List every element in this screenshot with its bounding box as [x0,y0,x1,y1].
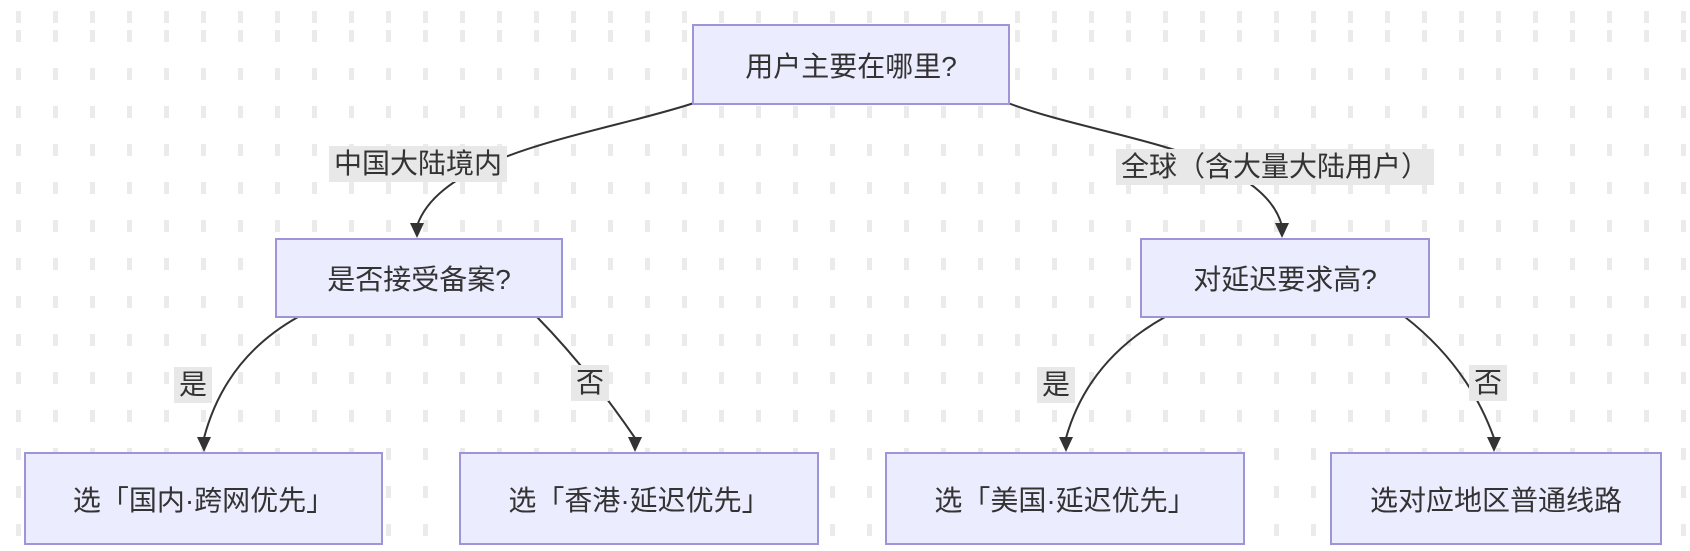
node-result-us-latency: 选「美国·延迟优先」 [885,452,1245,545]
edge-label-global: 全球（含大量大陆用户） [1115,149,1435,185]
node-right-question: 对延迟要求高? [1140,238,1430,318]
edge-label-right-no: 否 [1468,365,1508,401]
node-result-domestic-crossnet: 选「国内·跨网优先」 [24,452,383,545]
node-result-hongkong-latency: 选「香港·延迟优先」 [459,452,819,545]
arrowhead-right-question [1275,223,1289,238]
edge-right-yes [1065,316,1166,439]
edge-label-mainland-china: 中国大陆境内 [328,146,508,182]
arrowhead-left-no [628,437,642,452]
node-result-regional-normal: 选对应地区普通线路 [1330,452,1662,545]
edge-label-right-yes: 是 [1036,367,1076,403]
arrowhead-left-question [410,223,424,238]
edge-label-left-yes: 是 [173,367,213,403]
arrowhead-left-yes [197,437,211,452]
node-left-question: 是否接受备案? [275,238,563,318]
edge-label-left-no: 否 [570,365,610,401]
arrowhead-right-yes [1059,437,1073,452]
edge-left-yes [203,316,299,439]
arrowhead-right-no [1487,437,1501,452]
edge-root-to-left-question [416,102,695,227]
edge-right-no [1404,316,1495,439]
node-root-question: 用户主要在哪里? [692,24,1010,105]
